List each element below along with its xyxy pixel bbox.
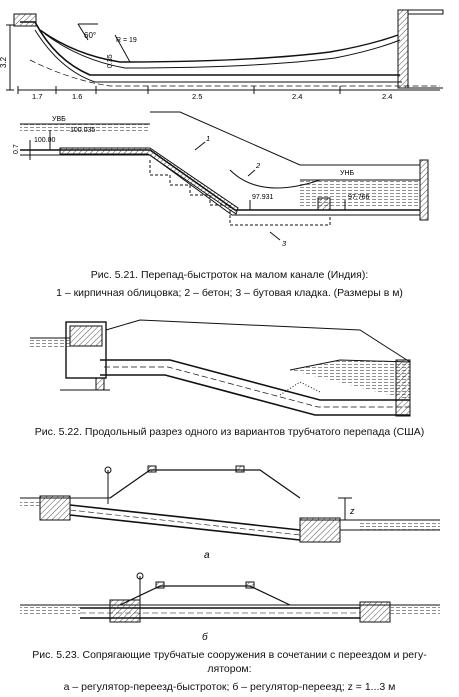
dim-2-5: 2.5 (192, 92, 202, 101)
dim-1-7: 1.7 (32, 92, 42, 101)
fig523-caption-line3: а – регулятор-переезд-быстроток; б – рег… (63, 681, 396, 693)
thickness-dim: 0.35 (107, 54, 114, 68)
dim-2-4-b: 2.4 (382, 92, 392, 101)
fig522-caption: Рис. 5.22. Продольный разрез одного из в… (34, 426, 425, 438)
label-a: а (204, 550, 210, 561)
marker-3: 3 (282, 239, 287, 248)
height-dim: 3.2 (0, 56, 8, 68)
elev-97-931: 97.931 (252, 194, 274, 201)
fig523a-drawing (20, 465, 440, 543)
z-label: z (349, 506, 355, 516)
fig523-caption-line1: Рис. 5.23. Сопрягающие трубчатые сооруже… (32, 649, 427, 661)
angle-label: 60° (84, 31, 96, 40)
fig523b-drawing (20, 572, 440, 623)
uvb-label: УВБ (52, 116, 66, 123)
fig521-caption-legend: 1 – кирпичная облицовка; 2 – бетон; 3 – … (56, 287, 403, 299)
dim-2-4-a: 2.4 (292, 92, 302, 101)
elev-100-035: 100.035 (70, 127, 95, 134)
unb-label: УНБ (340, 170, 355, 177)
fig521-caption-title: Рис. 5.21. Перепад-быстроток на малом ка… (90, 269, 369, 281)
fig522-drawing (30, 319, 411, 417)
fig521-plan (6, 9, 444, 94)
marker-1: 1 (206, 134, 210, 143)
elev-100-00: 100.00 (34, 137, 56, 144)
fig523-caption-line2: лятором: (207, 663, 252, 675)
fig521-profile (20, 111, 429, 241)
elev-97-766: 97.766 (348, 194, 370, 201)
radius-label: R = 19 (116, 37, 137, 44)
dim-1-6: 1.6 (72, 92, 82, 101)
label-b: б (202, 631, 208, 643)
elev-0-7: 0.7 (13, 144, 20, 154)
marker-2: 2 (255, 161, 261, 170)
